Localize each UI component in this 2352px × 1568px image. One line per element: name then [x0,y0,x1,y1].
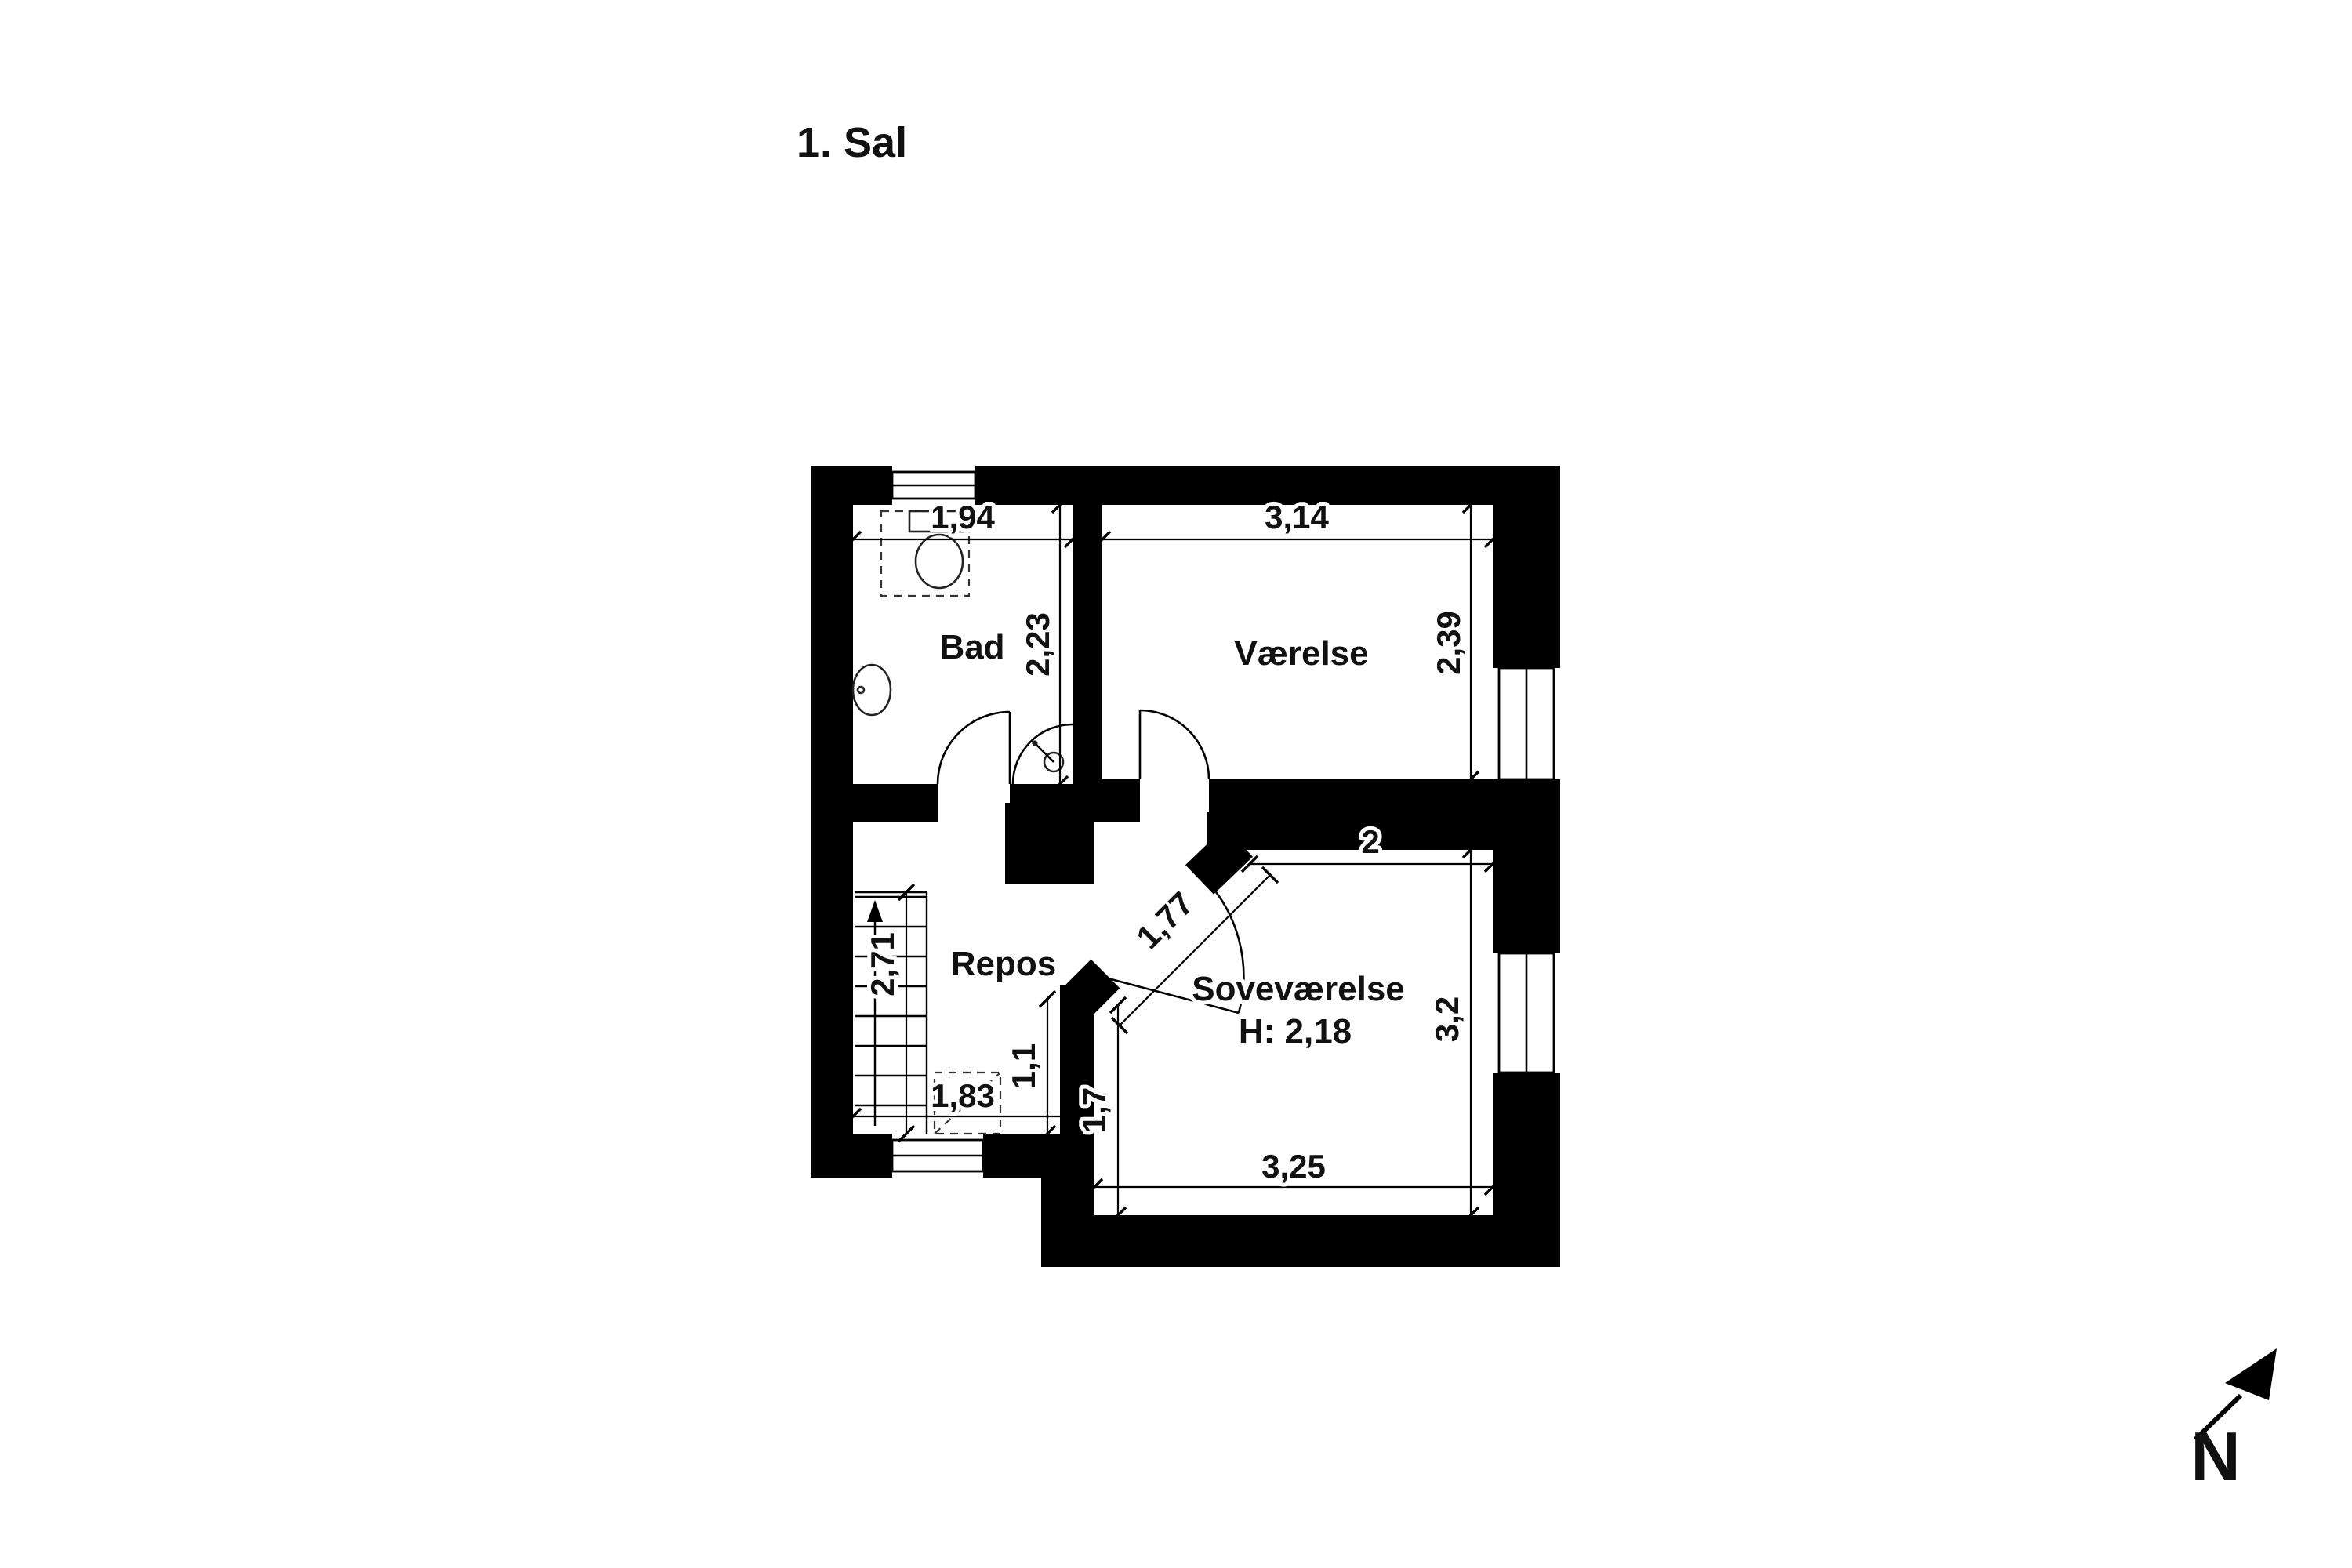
north-arrow: N [2190,1348,2277,1495]
dimension-repos-right-depth: 1,1 [1005,1044,1042,1089]
dimension-sovevaerelse-left-depth: 1,7 [1076,1087,1112,1133]
room-label-bad: Bad [939,628,1004,666]
dimension-sovevaerelse-top-width: 2 [1361,823,1379,860]
windows [891,466,1560,1178]
dimension-bad-width: 1,94 [931,499,995,535]
dimension-repos-bottom-width: 1,83 [931,1077,995,1114]
sink-icon [851,663,892,717]
north-arrow-icon [2225,1348,2277,1400]
door-sovevaerelse [1102,876,1245,1014]
room-label-sovevaerelse: Soveværelse [1192,970,1405,1008]
floor-title: 1. Sal [797,119,907,166]
dimension-vaerelse-width: 3,14 [1265,499,1329,535]
bathroom-fixtures [851,510,1073,785]
stair-direction-arrow-icon [867,900,883,922]
headroom-dashed-line [933,1071,1002,1135]
doors [936,709,1245,1014]
dimension-sovevaerelse-width: 3,25 [1261,1148,1326,1185]
room-label-repos: Repos [951,945,1056,983]
room-ceiling-height-sovevaerelse: H: 2,18 [1239,1012,1352,1051]
dimension-bad-depth: 2,23 [1019,612,1056,677]
walls [811,466,1560,1267]
room-label-vaerelse: Værelse [1234,634,1368,673]
dimension-vaerelse-depth: 2,39 [1430,611,1467,675]
door-bad [936,710,1011,785]
dimension-sovevaerelse-depth: 3,2 [1428,996,1465,1042]
toilet-icon [880,510,971,597]
door-vaerelse [1138,709,1210,780]
staircase [855,891,1002,1135]
north-label: N [2190,1417,2241,1495]
room-labels: Bad Værelse Repos Soveværelse H: 2,18 [935,624,1408,1054]
dimension-stairs-length: 2,71 [864,932,901,996]
chimney-block [1005,803,1094,884]
